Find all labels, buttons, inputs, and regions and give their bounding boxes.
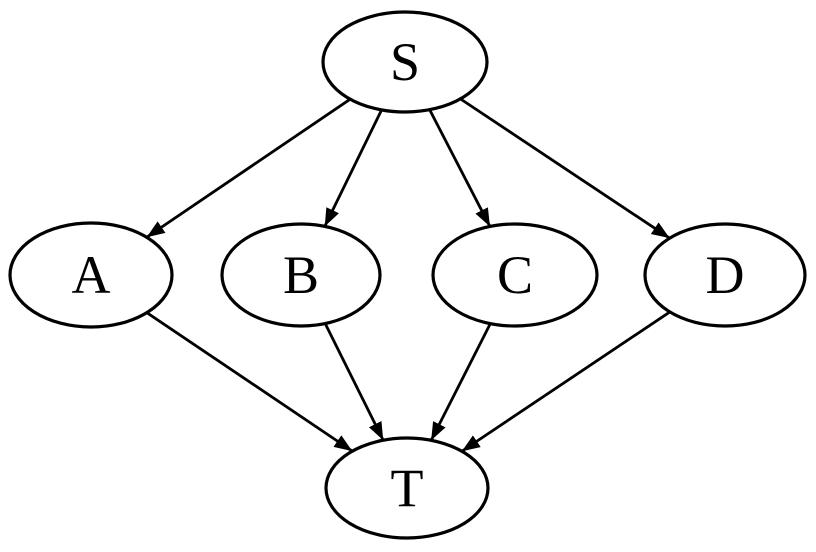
node-T: T [324, 436, 490, 540]
node-label-B: B [283, 245, 319, 305]
node-C: C [431, 222, 599, 328]
node-ellipse-S [321, 10, 489, 114]
node-ellipse-C [431, 222, 599, 328]
node-A: A [8, 221, 174, 329]
node-ellipse-T [324, 436, 490, 540]
node-label-T: T [391, 458, 424, 518]
edge-B-T [323, 322, 385, 441]
node-label-A: A [72, 245, 111, 305]
edge-S-D [459, 97, 671, 240]
edge-S-C [428, 109, 492, 228]
node-label-S: S [390, 32, 420, 92]
node-label-D: D [706, 245, 745, 305]
node-B: B [220, 222, 382, 328]
node-label-C: C [497, 245, 533, 305]
node-ellipse-D [643, 222, 807, 328]
edge-S-B [323, 109, 383, 227]
edge-C-T [429, 323, 492, 441]
node-ellipse-A [8, 221, 174, 329]
node-S: S [321, 10, 489, 114]
node-ellipse-B [220, 222, 382, 328]
edge-D-T [461, 310, 671, 453]
node-D: D [643, 222, 807, 328]
edge-A-T [146, 311, 354, 453]
edge-S-A [145, 98, 351, 239]
